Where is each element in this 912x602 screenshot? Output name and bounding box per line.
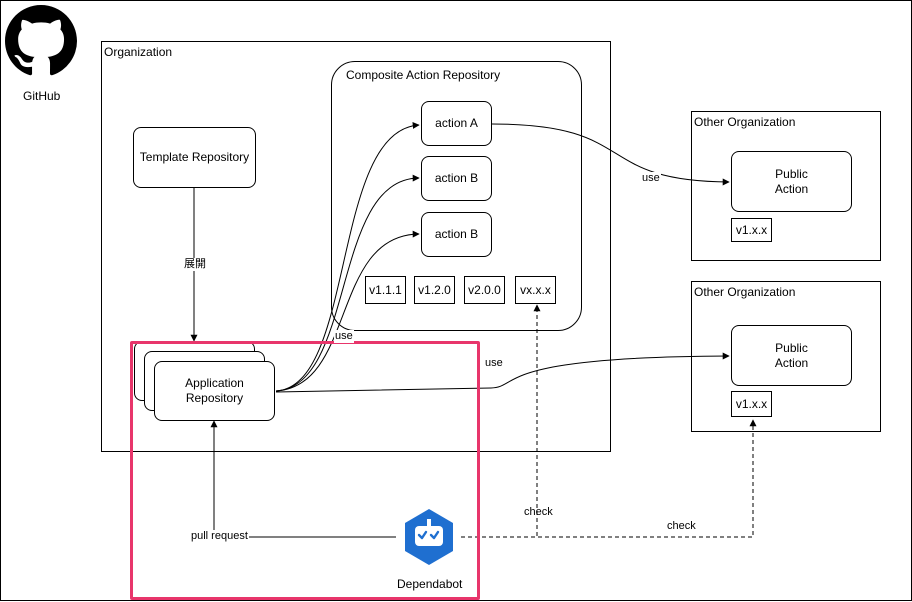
- edge-label-use-other-top: use: [641, 172, 661, 185]
- action-a-label: action A: [435, 116, 478, 130]
- application-repository-line2: Repository: [185, 391, 244, 405]
- public-action-line1-second: Public: [775, 340, 808, 355]
- github-label: GitHub: [23, 89, 61, 103]
- composite-action-repo-container: Composite Action Repository: [331, 61, 582, 331]
- version-tag: v1.2.0: [414, 276, 455, 304]
- template-repository-label: Template Repository: [139, 150, 250, 164]
- edge-label-use-composite: use: [334, 330, 354, 343]
- dependabot-scope-highlight: [130, 341, 480, 600]
- edge-label-check-composite: check: [524, 506, 553, 518]
- organization-container: Organization: [101, 41, 611, 452]
- action-a-node[interactable]: action A: [421, 101, 492, 146]
- other-organization-container: Other Organization: [691, 111, 881, 261]
- action-b-node[interactable]: action B: [421, 156, 492, 201]
- template-repository-node[interactable]: Template Repository: [133, 127, 256, 188]
- other-organization-label: Other Organization: [694, 115, 796, 129]
- action-b-second-label: action B: [434, 227, 479, 241]
- edge-application-to-action-b1: [275, 174, 420, 392]
- public-action-line2: Action: [774, 181, 809, 196]
- edge-action-a-to-public-top: [491, 123, 730, 186]
- github-octocat-icon: [5, 5, 77, 76]
- application-repository-node[interactable]: Application Repository: [154, 361, 275, 421]
- other-organization-label-second: Other Organization: [694, 285, 796, 299]
- action-b-second-node[interactable]: action B: [421, 212, 492, 257]
- organization-label: Organization: [104, 45, 173, 59]
- version-tag-latest: vx.x.x: [515, 276, 556, 304]
- public-action-line2-second: Action: [774, 355, 809, 370]
- version-tag: v2.0.0: [464, 276, 505, 304]
- edge-label-check-other: check: [667, 520, 696, 532]
- action-b-label: action B: [434, 171, 479, 185]
- public-action-version-tag: v1.x.x: [731, 218, 772, 242]
- application-repository-line1: Application: [185, 376, 244, 390]
- dependabot-label: Dependabot: [397, 577, 463, 591]
- edge-label-pull-request: pull request: [190, 530, 249, 543]
- edge-application-to-public-bottom: [275, 352, 730, 393]
- public-action-line1: Public: [775, 166, 808, 181]
- composite-action-repo-label: Composite Action Repository: [346, 68, 501, 82]
- other-organization-container-second: Other Organization: [691, 281, 881, 432]
- public-action-version-tag-second: v1.x.x: [731, 391, 772, 417]
- edge-label-deploy: 展開: [183, 258, 207, 271]
- version-tag: v1.1.1: [365, 276, 406, 304]
- edge-label-use-other-bottom: use: [485, 357, 503, 369]
- public-action-node[interactable]: Public Action: [731, 151, 852, 212]
- edge-application-to-action-a: [275, 121, 420, 392]
- dependabot-icon: [405, 509, 453, 565]
- public-action-node-second[interactable]: Public Action: [731, 325, 852, 386]
